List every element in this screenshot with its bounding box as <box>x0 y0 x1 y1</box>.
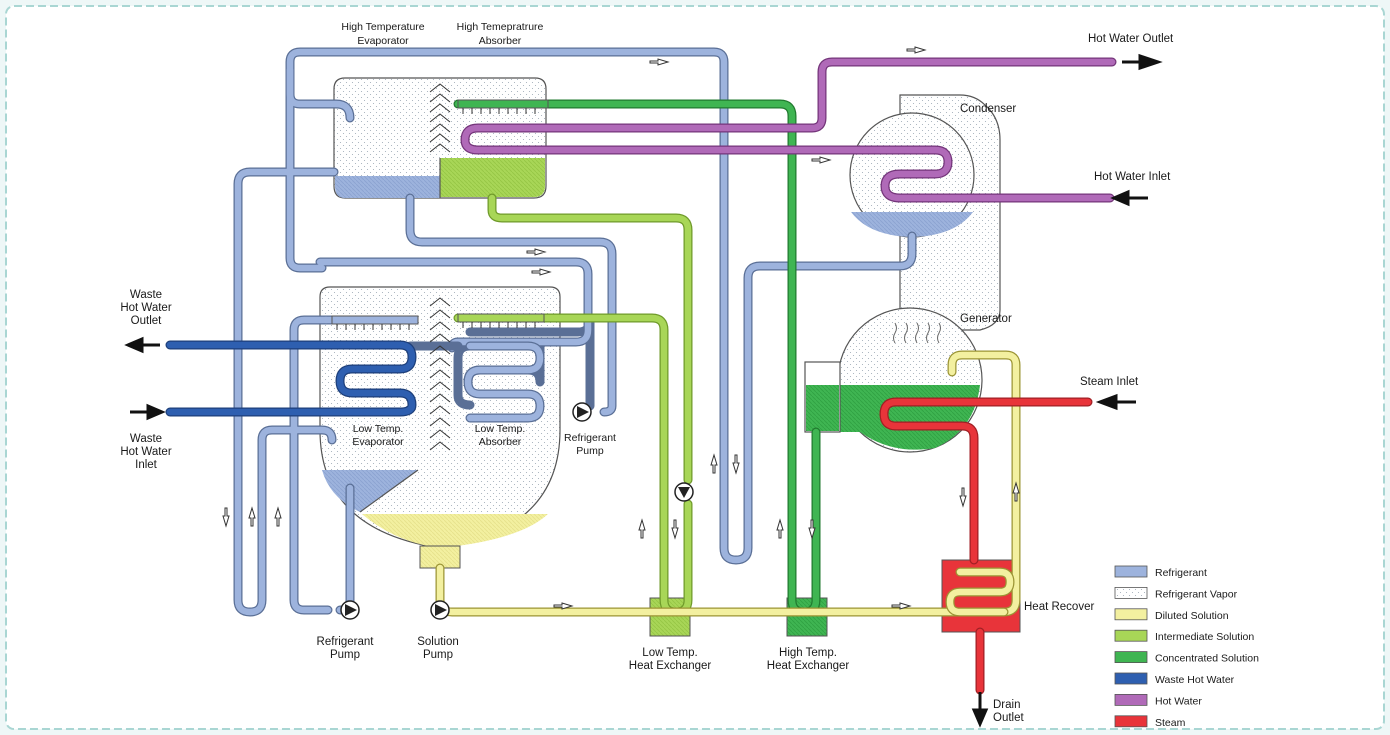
labels: High Temperature Evaporator High Temepra… <box>120 21 1174 724</box>
high-temp-heat-exchanger <box>786 597 828 637</box>
label-waste-outlet-2: Hot Water <box>120 302 172 314</box>
legend-label: Hot Water <box>1155 695 1202 707</box>
legend-label: Waste Hot Water <box>1155 674 1235 686</box>
label-low-temp-evaporator-1: Low Temp. <box>353 423 404 435</box>
legend-label: Concentrated Solution <box>1155 653 1259 665</box>
legend-swatch <box>1114 587 1148 599</box>
label-drain-2: Outlet <box>993 712 1024 724</box>
label-refrigerant-pump-lower-1: Refrigerant <box>317 636 375 648</box>
high-temp-vessel <box>333 77 547 199</box>
label-drain-1: Drain <box>993 699 1020 711</box>
solution-pump <box>430 600 450 620</box>
label-low-temp-absorber-2: Absorber <box>479 436 522 448</box>
label-low-temp-evaporator-2: Evaporator <box>352 436 404 448</box>
label-waste-outlet-3: Outlet <box>131 315 162 327</box>
label-hot-water-inlet: Hot Water Inlet <box>1094 171 1171 183</box>
label-waste-inlet-2: Hot Water <box>120 446 172 458</box>
label-low-temp-hx-1: Low Temp. <box>642 647 697 659</box>
label-high-temp-absorber-2: Absorber <box>479 35 522 47</box>
label-condenser: Condenser <box>960 103 1016 115</box>
label-high-temp-evaporator-1: High Temperature <box>341 21 424 33</box>
label-high-temp-absorber-1: High Temepratrure <box>457 21 544 33</box>
label-waste-inlet-1: Waste <box>130 433 162 445</box>
label-waste-outlet-1: Waste <box>130 289 162 301</box>
label-solution-pump-2: Pump <box>423 649 453 661</box>
legend-label: Refrigerant Vapor <box>1155 588 1238 600</box>
legend-swatch <box>1114 629 1148 642</box>
eliminator-chevrons <box>429 83 451 451</box>
spray-headers <box>331 99 549 330</box>
label-low-temp-absorber-1: Low Temp. <box>475 423 526 435</box>
label-waste-inlet-3: Inlet <box>135 459 158 471</box>
label-high-temp-evaporator-2: Evaporator <box>357 35 409 47</box>
legend-label: Refrigerant <box>1155 567 1207 579</box>
label-hot-water-outlet: Hot Water Outlet <box>1088 33 1174 45</box>
label-low-temp-hx-2: Heat Exchanger <box>629 660 712 672</box>
label-high-temp-hx-2: Heat Exchanger <box>767 660 850 672</box>
refrigerant-pump-upper <box>572 402 592 422</box>
legend-swatch <box>1114 565 1148 578</box>
legend-swatch <box>1114 672 1148 685</box>
flow-arrows <box>222 46 1020 610</box>
legend-label: Diluted Solution <box>1155 610 1229 622</box>
legend-label: Steam <box>1155 717 1186 729</box>
label-generator: Generator <box>960 313 1012 325</box>
label-refrigerant-pump-upper-2: Pump <box>576 445 604 457</box>
pumps <box>340 402 694 620</box>
legend-swatch <box>1114 651 1148 663</box>
refrigerant-pump-lower <box>340 600 360 620</box>
label-high-temp-hx-1: High Temp. <box>779 647 837 659</box>
legend-swatch <box>1114 608 1148 621</box>
label-heat-recover: Heat Recover <box>1024 601 1094 613</box>
legend-swatch <box>1114 694 1148 706</box>
legend-label: Intermediate Solution <box>1155 631 1254 643</box>
label-refrigerant-pump-upper-1: Refrigerant <box>564 432 616 444</box>
io-arrows <box>124 53 1163 728</box>
intermediate-pump <box>674 482 694 502</box>
legend-swatch <box>1114 715 1148 728</box>
label-solution-pump-1: Solution <box>417 636 459 648</box>
label-refrigerant-pump-lower-2: Pump <box>330 649 360 661</box>
label-steam-inlet: Steam Inlet <box>1080 376 1139 388</box>
